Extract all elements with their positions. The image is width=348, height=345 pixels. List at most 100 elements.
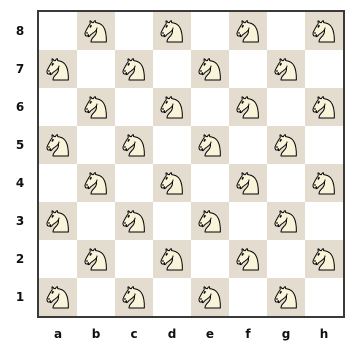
- square-f1[interactable]: [229, 278, 267, 316]
- white-knight-icon[interactable]: [157, 92, 187, 122]
- square-h6[interactable]: [305, 88, 343, 126]
- square-b1[interactable]: [77, 278, 115, 316]
- square-b3[interactable]: [77, 202, 115, 240]
- white-knight-icon[interactable]: [233, 92, 263, 122]
- square-d3[interactable]: [153, 202, 191, 240]
- square-f3[interactable]: [229, 202, 267, 240]
- white-knight-icon[interactable]: [309, 168, 339, 198]
- square-c7[interactable]: [115, 50, 153, 88]
- square-g4[interactable]: [267, 164, 305, 202]
- square-g8[interactable]: [267, 12, 305, 50]
- square-e5[interactable]: [191, 126, 229, 164]
- square-f2[interactable]: [229, 240, 267, 278]
- square-e2[interactable]: [191, 240, 229, 278]
- square-h4[interactable]: [305, 164, 343, 202]
- square-g1[interactable]: [267, 278, 305, 316]
- square-g3[interactable]: [267, 202, 305, 240]
- white-knight-icon[interactable]: [81, 244, 111, 274]
- square-d2[interactable]: [153, 240, 191, 278]
- white-knight-icon[interactable]: [119, 130, 149, 160]
- white-knight-icon[interactable]: [195, 54, 225, 84]
- square-a4[interactable]: [39, 164, 77, 202]
- square-h3[interactable]: [305, 202, 343, 240]
- square-f7[interactable]: [229, 50, 267, 88]
- file-label: a: [39, 327, 77, 341]
- square-d6[interactable]: [153, 88, 191, 126]
- rank-label: 6: [12, 100, 28, 114]
- white-knight-icon[interactable]: [309, 244, 339, 274]
- square-b7[interactable]: [77, 50, 115, 88]
- white-knight-icon[interactable]: [43, 54, 73, 84]
- white-knight-icon[interactable]: [271, 206, 301, 236]
- square-h8[interactable]: [305, 12, 343, 50]
- white-knight-icon[interactable]: [309, 16, 339, 46]
- square-e4[interactable]: [191, 164, 229, 202]
- square-b6[interactable]: [77, 88, 115, 126]
- square-c8[interactable]: [115, 12, 153, 50]
- white-knight-icon[interactable]: [119, 54, 149, 84]
- square-a2[interactable]: [39, 240, 77, 278]
- square-g6[interactable]: [267, 88, 305, 126]
- square-d8[interactable]: [153, 12, 191, 50]
- square-f6[interactable]: [229, 88, 267, 126]
- square-c1[interactable]: [115, 278, 153, 316]
- white-knight-icon[interactable]: [195, 130, 225, 160]
- square-c4[interactable]: [115, 164, 153, 202]
- white-knight-icon[interactable]: [119, 206, 149, 236]
- square-b5[interactable]: [77, 126, 115, 164]
- square-a8[interactable]: [39, 12, 77, 50]
- square-h1[interactable]: [305, 278, 343, 316]
- square-d4[interactable]: [153, 164, 191, 202]
- white-knight-icon[interactable]: [157, 168, 187, 198]
- square-a7[interactable]: [39, 50, 77, 88]
- square-c3[interactable]: [115, 202, 153, 240]
- square-e3[interactable]: [191, 202, 229, 240]
- square-b8[interactable]: [77, 12, 115, 50]
- square-g7[interactable]: [267, 50, 305, 88]
- square-b2[interactable]: [77, 240, 115, 278]
- white-knight-icon[interactable]: [157, 244, 187, 274]
- white-knight-icon[interactable]: [119, 282, 149, 312]
- white-knight-icon[interactable]: [43, 282, 73, 312]
- square-a1[interactable]: [39, 278, 77, 316]
- white-knight-icon[interactable]: [195, 206, 225, 236]
- square-h7[interactable]: [305, 50, 343, 88]
- square-f8[interactable]: [229, 12, 267, 50]
- white-knight-icon[interactable]: [233, 244, 263, 274]
- file-label: f: [229, 327, 267, 341]
- square-e7[interactable]: [191, 50, 229, 88]
- file-label: h: [305, 327, 343, 341]
- white-knight-icon[interactable]: [157, 16, 187, 46]
- square-f5[interactable]: [229, 126, 267, 164]
- square-f4[interactable]: [229, 164, 267, 202]
- square-d7[interactable]: [153, 50, 191, 88]
- white-knight-icon[interactable]: [195, 282, 225, 312]
- white-knight-icon[interactable]: [233, 16, 263, 46]
- white-knight-icon[interactable]: [309, 92, 339, 122]
- square-c5[interactable]: [115, 126, 153, 164]
- white-knight-icon[interactable]: [43, 206, 73, 236]
- square-e1[interactable]: [191, 278, 229, 316]
- square-h5[interactable]: [305, 126, 343, 164]
- square-c6[interactable]: [115, 88, 153, 126]
- white-knight-icon[interactable]: [81, 16, 111, 46]
- square-c2[interactable]: [115, 240, 153, 278]
- square-h2[interactable]: [305, 240, 343, 278]
- white-knight-icon[interactable]: [233, 168, 263, 198]
- white-knight-icon[interactable]: [81, 92, 111, 122]
- square-a6[interactable]: [39, 88, 77, 126]
- square-b4[interactable]: [77, 164, 115, 202]
- square-a3[interactable]: [39, 202, 77, 240]
- square-g5[interactable]: [267, 126, 305, 164]
- square-e6[interactable]: [191, 88, 229, 126]
- square-g2[interactable]: [267, 240, 305, 278]
- white-knight-icon[interactable]: [271, 130, 301, 160]
- white-knight-icon[interactable]: [81, 168, 111, 198]
- square-a5[interactable]: [39, 126, 77, 164]
- square-d5[interactable]: [153, 126, 191, 164]
- square-e8[interactable]: [191, 12, 229, 50]
- white-knight-icon[interactable]: [271, 54, 301, 84]
- white-knight-icon[interactable]: [271, 282, 301, 312]
- square-d1[interactable]: [153, 278, 191, 316]
- white-knight-icon[interactable]: [43, 130, 73, 160]
